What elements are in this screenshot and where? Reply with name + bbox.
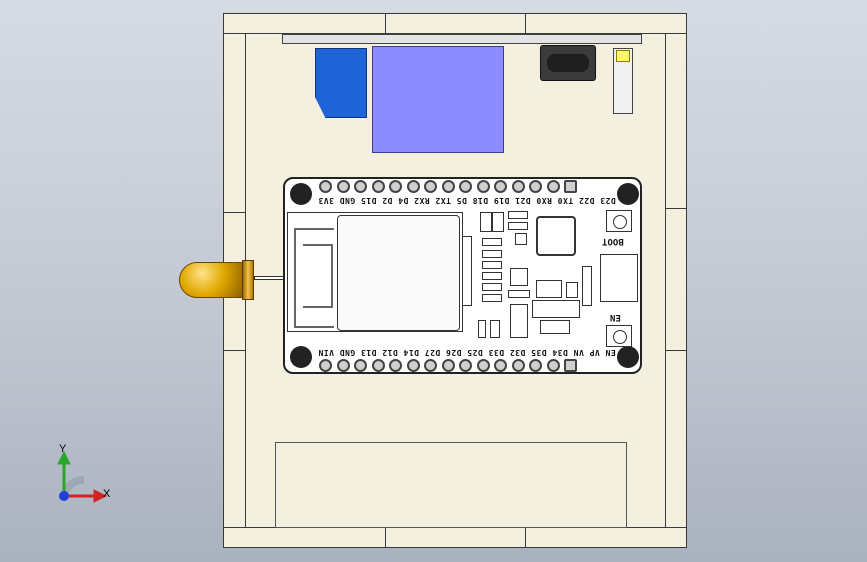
seam-top-tick-2: [525, 13, 526, 33]
header-pin-bottom-15[interactable]: [564, 359, 577, 372]
header-pin-bottom-2[interactable]: [336, 359, 350, 372]
coordinate-triad: [57, 450, 108, 503]
header-pin-top-3[interactable]: [354, 180, 367, 193]
lower-panel: [275, 442, 627, 528]
smd-part-17: [582, 266, 592, 306]
terminal-block-dark[interactable]: [315, 48, 367, 118]
smd-part-1: [480, 212, 492, 232]
top-pin-labels: D23 D22 TX0 RX0 D21 D19 D18 D5 TX2 RX2 D…: [318, 196, 616, 205]
y-axis-arrowhead: [57, 450, 71, 465]
smd-part-11: [482, 294, 502, 302]
header-pin-top-8[interactable]: [441, 180, 455, 193]
header-pin-bottom-14[interactable]: [546, 359, 560, 372]
header-pin-bottom-8[interactable]: [441, 359, 455, 372]
mount-hole-br: [617, 346, 639, 368]
bottom-pin-labels: EN VP VN D34 D35 D32 D33 D25 D26 D27 D14…: [318, 348, 616, 357]
header-pin-top-13[interactable]: [529, 180, 542, 193]
top-rail: [282, 34, 642, 44]
header-pin-bottom-4[interactable]: [371, 359, 385, 372]
seam-bottom-tick-1: [385, 527, 386, 548]
header-pin-bottom-10[interactable]: [476, 359, 490, 372]
mount-hole-bl: [290, 346, 312, 368]
led-holder[interactable]: [613, 48, 633, 114]
dc-jack[interactable]: [540, 45, 596, 81]
smd-part-3: [508, 211, 528, 219]
smd-part-8: [482, 261, 502, 269]
header-pin-top-6[interactable]: [406, 180, 420, 193]
header-pin-bottom-6[interactable]: [406, 359, 420, 372]
header-pin-top-14[interactable]: [546, 180, 560, 193]
seam-top-tick-1: [385, 13, 386, 33]
header-pin-top-1[interactable]: [319, 180, 332, 193]
seam-right-tick-2: [665, 350, 687, 351]
smd-part-20: [510, 304, 528, 338]
smd-part-13: [510, 268, 528, 286]
terminal-block-light[interactable]: [372, 46, 504, 153]
seam-left-tick-2: [223, 350, 245, 351]
led[interactable]: [616, 50, 630, 62]
header-pin-top-10[interactable]: [476, 180, 490, 193]
smd-part-6: [482, 238, 502, 246]
smd-part-14: [508, 290, 530, 298]
seam-top: [223, 33, 687, 34]
smd-part-19: [540, 320, 570, 334]
header-pin-bottom-3[interactable]: [354, 359, 367, 372]
header-pin-top-4[interactable]: [371, 180, 385, 193]
header-pin-top-7[interactable]: [424, 180, 437, 193]
smd-part-10: [482, 283, 502, 291]
smd-part-21: [478, 320, 486, 338]
en-button-label: EN: [610, 312, 621, 322]
seam-left-tick-1: [223, 212, 245, 213]
mount-hole-tl: [290, 183, 312, 205]
rf-shield: [337, 215, 460, 331]
usb-uart-chip: [536, 216, 576, 256]
header-pin-bottom-1[interactable]: [319, 359, 332, 372]
header-pin-bottom-7[interactable]: [424, 359, 437, 372]
smd-part-2: [492, 212, 504, 232]
x-axis-arrowhead: [93, 489, 108, 503]
mount-hole-tr: [617, 183, 639, 205]
smd-part-15: [536, 280, 562, 298]
header-pin-bottom-13[interactable]: [529, 359, 542, 372]
header-pin-bottom-12[interactable]: [511, 359, 525, 372]
header-pin-top-11[interactable]: [494, 180, 507, 193]
header-pin-bottom-11[interactable]: [494, 359, 507, 372]
antenna-cap[interactable]: [179, 262, 245, 298]
smd-part-12: [462, 236, 472, 306]
boot-button-label: BOOT: [602, 236, 624, 246]
header-pin-top-9[interactable]: [459, 180, 472, 193]
header-pin-top-2[interactable]: [336, 180, 350, 193]
smd-part-16: [566, 282, 578, 298]
y-axis-label: Y: [59, 443, 67, 455]
seam-bottom-tick-2: [525, 527, 526, 548]
smd-part-5: [515, 233, 527, 245]
header-pin-top-15[interactable]: [564, 180, 577, 193]
smd-part-7: [482, 250, 502, 258]
smd-part-9: [482, 272, 502, 280]
micro-usb-port[interactable]: [600, 254, 638, 302]
boot-button[interactable]: [606, 210, 632, 232]
header-pin-bottom-5[interactable]: [389, 359, 402, 372]
header-pin-top-5[interactable]: [389, 180, 402, 193]
en-button[interactable]: [606, 325, 632, 347]
seam-right-tick-1: [665, 208, 687, 209]
smd-part-22: [490, 320, 500, 338]
x-axis-label: X: [103, 488, 111, 500]
antenna-nut[interactable]: [242, 260, 254, 300]
smd-part-4: [508, 222, 528, 230]
z-axis-dot: [59, 491, 69, 501]
header-pin-top-12[interactable]: [511, 180, 525, 193]
smd-part-18: [532, 300, 580, 318]
pcb-antenna-trace-inner: [303, 244, 333, 308]
header-pin-bottom-9[interactable]: [459, 359, 472, 372]
seam-right-inner: [665, 33, 666, 528]
